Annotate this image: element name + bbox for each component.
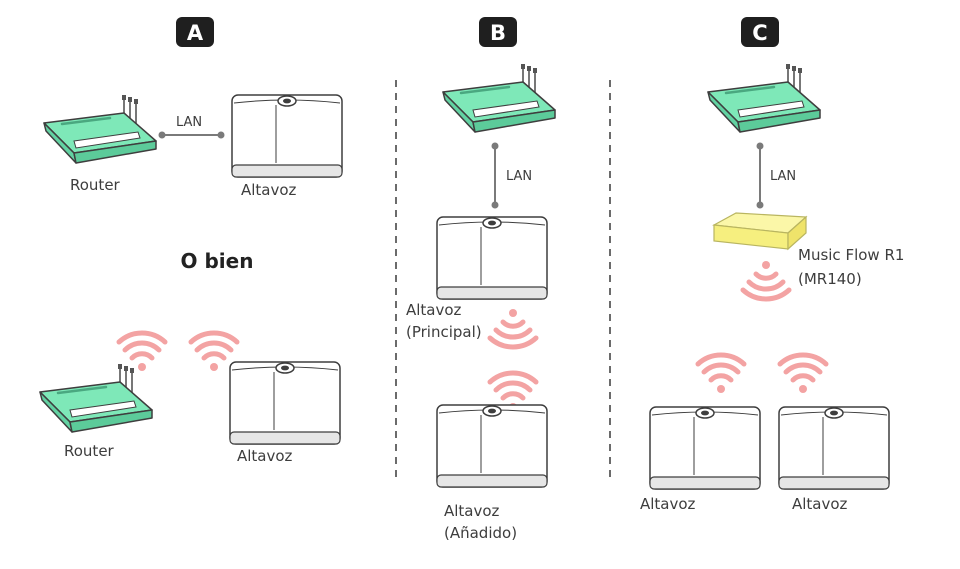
speaker-icon bbox=[436, 404, 548, 488]
main-speaker-label-line1: Altavoz bbox=[406, 301, 462, 319]
router-icon bbox=[38, 362, 154, 434]
speaker-icon bbox=[436, 216, 548, 300]
speaker-label-a-bottom: Altavoz bbox=[237, 447, 293, 465]
lan-label-b: LAN bbox=[506, 169, 532, 184]
lan-cable-b bbox=[491, 142, 499, 209]
added-speaker-label-line1: Altavoz bbox=[444, 502, 500, 520]
wifi-icon bbox=[743, 261, 789, 299]
speaker-label-c2: Altavoz bbox=[792, 495, 848, 513]
speaker-icon bbox=[649, 406, 761, 490]
speaker-label-c1: Altavoz bbox=[640, 495, 696, 513]
bridge-label-line1: Music Flow R1 bbox=[798, 246, 904, 264]
lan-label-a: LAN bbox=[176, 115, 202, 130]
badge-a: A bbox=[176, 17, 214, 47]
lan-label-c: LAN bbox=[770, 169, 796, 184]
router-icon bbox=[706, 62, 822, 134]
speaker-icon bbox=[229, 361, 341, 445]
wifi-icon bbox=[490, 309, 536, 347]
panel-b: B LAN Altavoz (Principal) Altavoz (Añadi… bbox=[406, 17, 557, 542]
speaker-icon bbox=[778, 406, 890, 490]
router-icon bbox=[42, 93, 158, 165]
lan-cable-a bbox=[158, 131, 225, 139]
badge-b-label: B bbox=[490, 21, 506, 45]
or-separator: O bien bbox=[181, 249, 254, 273]
badge-a-label: A bbox=[187, 21, 204, 45]
panel-c: C LAN Music Flow R1 (MR140) Altavoz Alta… bbox=[640, 17, 904, 513]
bridge-label-line2: (MR140) bbox=[798, 270, 862, 288]
main-speaker-label-line2: (Principal) bbox=[406, 323, 482, 341]
panel-a: A Router LAN Altavoz O bien Router Altav… bbox=[38, 17, 343, 465]
badge-c: C bbox=[741, 17, 779, 47]
added-speaker-label-line2: (Añadido) bbox=[444, 524, 517, 542]
speaker-icon bbox=[231, 94, 343, 178]
badge-b: B bbox=[479, 17, 517, 47]
router-label: Router bbox=[70, 176, 121, 194]
speaker-label-a: Altavoz bbox=[241, 181, 297, 199]
wifi-icon bbox=[698, 355, 744, 393]
wifi-icon bbox=[780, 355, 826, 393]
router-label-bottom: Router bbox=[64, 442, 115, 460]
bridge-icon bbox=[713, 212, 807, 250]
router-icon bbox=[441, 62, 557, 134]
wifi-icon bbox=[119, 333, 165, 371]
badge-c-label: C bbox=[752, 21, 767, 45]
lan-cable-c bbox=[756, 142, 764, 209]
